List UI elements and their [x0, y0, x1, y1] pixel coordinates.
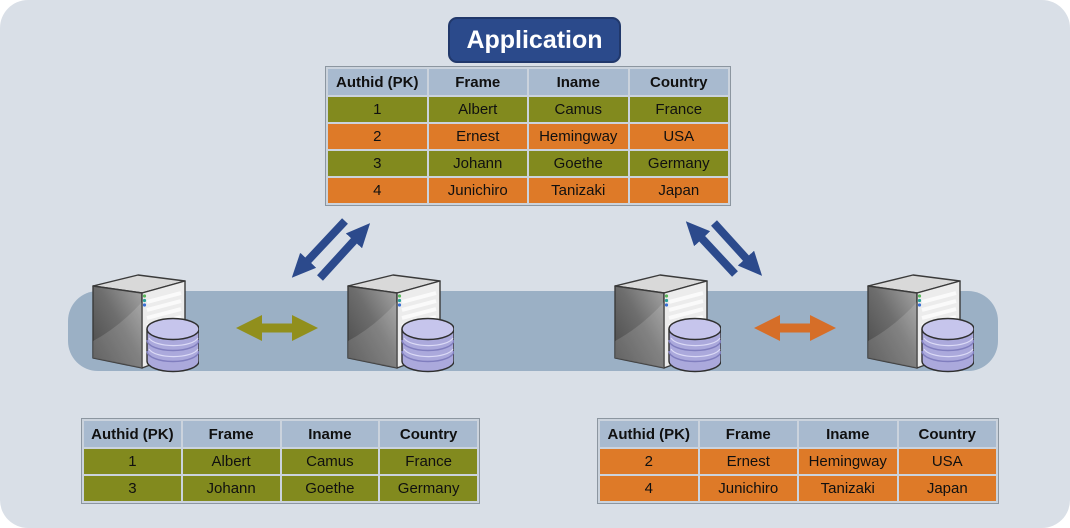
- column-header: Frame: [699, 421, 797, 447]
- table-cell: Junichiro: [428, 178, 527, 203]
- app-left-down-arrow: [291, 218, 348, 278]
- table-cell: Goethe: [529, 151, 628, 176]
- table-cell: 1: [84, 449, 181, 474]
- table-cell: France: [629, 97, 728, 122]
- table-cell: USA: [629, 124, 728, 149]
- application-table: Authid (PK) Frame Iname Country 1 Albert…: [325, 66, 731, 206]
- server-db-icon-1: [81, 269, 199, 373]
- column-header: Frame: [428, 69, 527, 95]
- table-row: 1 Albert Camus France: [84, 449, 477, 474]
- table-cell: Tanizaki: [529, 178, 628, 203]
- column-header: Country: [380, 421, 477, 447]
- table-cell: 2: [328, 124, 427, 149]
- table-cell: Albert: [428, 97, 527, 122]
- server-db-icon-4: [856, 269, 974, 373]
- table-cell: 1: [328, 97, 427, 122]
- table-row: 3 Johann Goethe Germany: [84, 476, 477, 501]
- table-header-row: Authid (PK) Frame Iname Country: [84, 421, 477, 447]
- column-header: Iname: [281, 421, 379, 447]
- table-cell: Junichiro: [699, 476, 797, 501]
- table-header-row: Authid (PK) Frame Iname Country: [600, 421, 996, 447]
- table-cell: Johann: [428, 151, 527, 176]
- table-cell: Germany: [629, 151, 728, 176]
- table-cell: Johann: [182, 476, 280, 501]
- application-badge: Application: [448, 17, 621, 63]
- shard-right-table: Authid (PK) Frame Iname Country 2 Ernest…: [597, 418, 999, 504]
- table-row: 4 Junichiro Tanizaki Japan: [328, 178, 728, 203]
- table-cell: Japan: [629, 178, 728, 203]
- table-row: 2 Ernest Hemingway USA: [600, 449, 996, 474]
- column-header: Authid (PK): [328, 69, 427, 95]
- column-header: Authid (PK): [600, 421, 698, 447]
- table-cell: Tanizaki: [799, 476, 897, 501]
- table-row: 4 Junichiro Tanizaki Japan: [600, 476, 996, 501]
- column-header: Iname: [799, 421, 897, 447]
- table-cell: Japan: [898, 476, 996, 501]
- cluster-band: [68, 291, 998, 371]
- table-cell: 3: [328, 151, 427, 176]
- column-header: Country: [629, 69, 728, 95]
- table-cell: Albert: [182, 449, 280, 474]
- table-row: 1 Albert Camus France: [328, 97, 728, 122]
- app-right-up-arrow: [685, 221, 738, 277]
- server-db-icon-3: [603, 269, 721, 373]
- app-right-down-arrow: [711, 220, 763, 276]
- table-cell: Goethe: [281, 476, 379, 501]
- column-header: Country: [898, 421, 996, 447]
- table-cell: Ernest: [699, 449, 797, 474]
- table-cell: 4: [328, 178, 427, 203]
- table-row: 3 Johann Goethe Germany: [328, 151, 728, 176]
- column-header: Authid (PK): [84, 421, 181, 447]
- column-header: Iname: [529, 69, 628, 95]
- table-cell: Camus: [529, 97, 628, 122]
- column-header: Frame: [182, 421, 280, 447]
- table-cell: 2: [600, 449, 698, 474]
- table-row: 2 Ernest Hemingway USA: [328, 124, 728, 149]
- table-cell: Hemingway: [529, 124, 628, 149]
- server-db-icon-2: [336, 269, 454, 373]
- table-header-row: Authid (PK) Frame Iname Country: [328, 69, 728, 95]
- table-cell: Hemingway: [799, 449, 897, 474]
- table-cell: 4: [600, 476, 698, 501]
- table-cell: USA: [898, 449, 996, 474]
- table-cell: France: [380, 449, 477, 474]
- table-cell: Ernest: [428, 124, 527, 149]
- table-cell: 3: [84, 476, 181, 501]
- table-cell: Camus: [281, 449, 379, 474]
- table-cell: Germany: [380, 476, 477, 501]
- shard-left-table: Authid (PK) Frame Iname Country 1 Albert…: [81, 418, 480, 504]
